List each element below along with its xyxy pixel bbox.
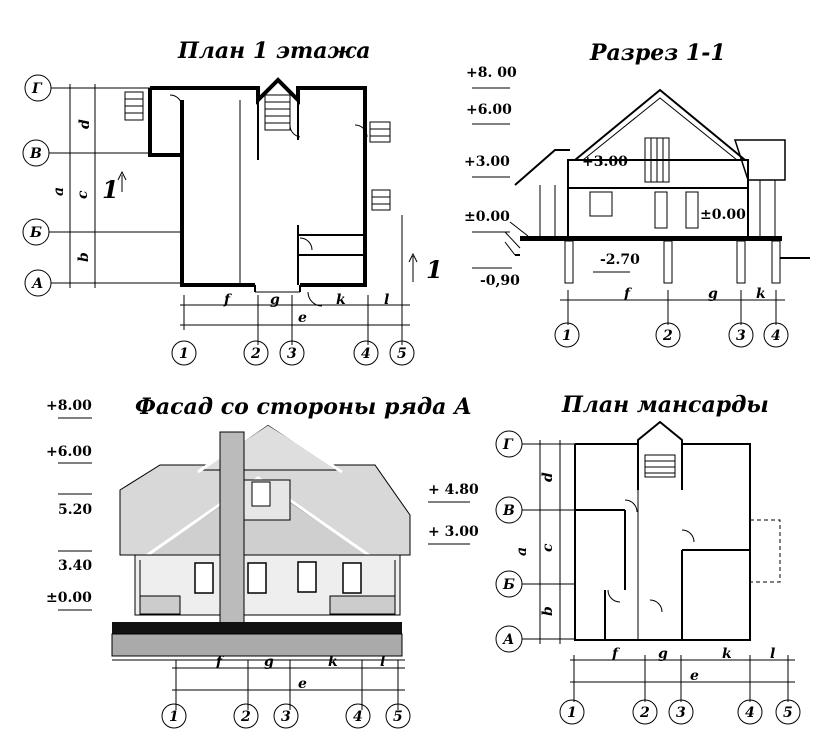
dim-d-plan1: d xyxy=(77,119,93,129)
fac-elev-30: + 3.00 xyxy=(428,524,479,540)
facade-row-a: Фасад со стороны ряда А +8.00 +6.00 5.20… xyxy=(46,394,479,729)
attic-title: План мансарды xyxy=(561,392,769,418)
dim-f-plan1: f xyxy=(223,292,233,308)
sec-inner-3: +3.00 xyxy=(582,154,628,170)
dim-g-plan1: g xyxy=(270,292,280,308)
dim-l-attic: l xyxy=(770,646,775,662)
dim-f-fac: f xyxy=(215,654,225,670)
dim-l-plan1: l xyxy=(384,292,389,308)
axis-label-b: Б xyxy=(29,225,42,241)
dim-c-plan1: c xyxy=(75,190,91,199)
dim-e-fac: e xyxy=(298,676,307,692)
axis-label-a: А xyxy=(31,276,43,292)
sec-inner-m27: -2.70 xyxy=(600,252,640,268)
fac-elev-34: 3.40 xyxy=(58,558,92,574)
dim-g-fac: g xyxy=(264,654,274,670)
fac-elev-52: 5.20 xyxy=(58,502,92,518)
dim-b-plan1: b xyxy=(76,252,92,262)
dim-k-sec: k xyxy=(756,286,766,302)
plan1-bottom-dims: f g k l e 1 2 3 4 5 xyxy=(171,292,415,366)
dim-e-plan1: e xyxy=(298,310,307,326)
fac-col-3: 3 xyxy=(281,709,291,725)
section-1-1: Разрез 1-1 +8. 00 +6.00 +3.00 ±0.00 -0,9… xyxy=(464,40,810,348)
attic-col-2: 2 xyxy=(639,705,650,721)
sec-col-4: 4 xyxy=(771,328,781,344)
sec-col-2: 2 xyxy=(662,328,673,344)
fac-col-2: 2 xyxy=(240,709,251,725)
fac-elev-0: ±0.00 xyxy=(46,590,92,606)
attic-col-3: 3 xyxy=(676,705,686,721)
dim-g-attic: g xyxy=(658,646,668,662)
dim-c-attic: c xyxy=(540,543,556,552)
dim-d-attic: d xyxy=(540,472,556,482)
sec-elev-m09: -0,90 xyxy=(480,273,520,289)
fac-elev-6: +6.00 xyxy=(46,444,92,460)
dim-e-attic: e xyxy=(690,668,699,684)
section-mark-right: 1 xyxy=(426,255,443,284)
sec-col-3: 3 xyxy=(736,328,746,344)
sec-elev-0: ±0.00 xyxy=(464,209,510,225)
attic-axis-g: Г xyxy=(502,437,514,453)
dim-k-attic: k xyxy=(722,646,732,662)
dim-l-fac: l xyxy=(380,654,385,670)
col-4-plan1: 4 xyxy=(361,346,371,362)
sec-col-1: 1 xyxy=(562,328,572,344)
dim-f-attic: f xyxy=(611,646,621,662)
fac-col-4: 4 xyxy=(353,709,363,725)
col-1-plan1: 1 xyxy=(179,346,189,362)
dim-k-plan1: k xyxy=(336,292,346,308)
col-2-plan1: 2 xyxy=(250,346,261,362)
fac-col-1: 1 xyxy=(169,709,179,725)
dim-k-fac: k xyxy=(328,654,338,670)
plan1-walls xyxy=(124,77,391,307)
attic-axis-a: А xyxy=(502,632,514,648)
plan-first-floor: План 1 этажа Г В Б А d c b a xyxy=(22,38,443,366)
col-5-plan1: 5 xyxy=(397,346,407,362)
plan1-row-axes: Г В Б А d c b a xyxy=(22,74,180,297)
attic-axis-b: Б xyxy=(502,577,515,593)
axis-label-g: Г xyxy=(31,81,43,97)
fac-elev-48: + 4.80 xyxy=(428,482,479,498)
facade-title: Фасад со стороны ряда А xyxy=(135,394,472,420)
attic-col-4: 4 xyxy=(745,705,755,721)
plan1-title: План 1 этажа xyxy=(177,38,371,64)
section-title: Разрез 1-1 xyxy=(589,40,726,66)
dim-a-attic: a xyxy=(514,547,530,556)
sec-elev-3: +3.00 xyxy=(464,154,510,170)
col-3-plan1: 3 xyxy=(287,346,297,362)
axis-label-v: В xyxy=(29,146,42,162)
dim-g-sec: g xyxy=(708,286,718,302)
section-mark-left: 1 xyxy=(102,175,119,204)
dim-a-plan1: a xyxy=(51,187,67,196)
sec-elev-8: +8. 00 xyxy=(466,65,517,81)
dim-f-sec: f xyxy=(623,286,633,302)
sec-inner-0: ±0.00 xyxy=(700,207,746,223)
fac-elev-8: +8.00 xyxy=(46,398,92,414)
sec-elev-6: +6.00 xyxy=(466,102,512,118)
dim-b-attic: b xyxy=(540,606,556,616)
attic-axis-v: В xyxy=(502,503,515,519)
attic-col-5: 5 xyxy=(783,705,793,721)
fac-col-5: 5 xyxy=(393,709,403,725)
attic-col-1: 1 xyxy=(567,705,577,721)
plan-attic: План мансарды Г В Б А d c b a xyxy=(495,392,801,725)
